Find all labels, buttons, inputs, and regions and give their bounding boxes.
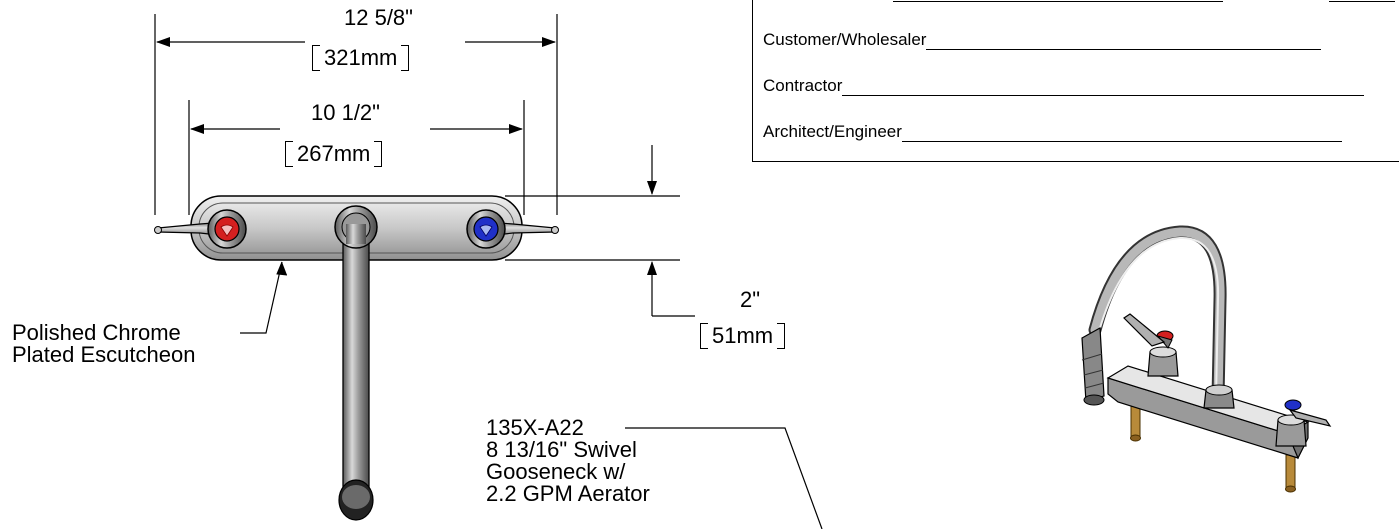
cold-handle-icon xyxy=(466,209,506,249)
left-bracket-icon xyxy=(312,45,320,72)
form-row-architect[interactable]: Architect/Engineer xyxy=(763,122,1342,142)
right-bracket-icon xyxy=(777,323,786,350)
form-label-customer: Customer/Wholesaler xyxy=(763,30,927,49)
left-bracket-icon xyxy=(700,323,708,350)
form-row-contractor[interactable]: Contractor xyxy=(763,76,1365,96)
form-top-row-cutoff xyxy=(763,0,1399,7)
gooseneck-callout-line-4: 2.2 GPM Aerator xyxy=(486,481,650,506)
right-bracket-icon xyxy=(401,45,410,72)
overall-width-metric: 321mm xyxy=(312,44,410,72)
spec-form: Customer/Wholesaler Contractor Architect… xyxy=(752,0,1399,162)
gooseneck-callout: 135X-A22 8 13/16" Swivel Gooseneck w/ 2.… xyxy=(486,417,650,505)
gooseneck-part-number: 135X-A22 xyxy=(486,415,584,440)
center-spacing-imperial: 10 1/2" xyxy=(311,100,380,125)
form-label-contractor: Contractor xyxy=(763,76,843,95)
contractor-input-line[interactable] xyxy=(842,81,1365,96)
architect-input-line[interactable] xyxy=(901,127,1342,142)
faucet-isometric-illustration xyxy=(1081,225,1332,493)
escutcheon-leader-line xyxy=(240,261,283,334)
height-metric: 51mm xyxy=(700,322,786,350)
overall-width-imperial: 12 5/8" xyxy=(344,5,413,30)
escutcheon-callout-line-1: Polished Chrome xyxy=(12,320,181,345)
gooseneck-leader-line xyxy=(625,427,823,529)
swivel-gooseneck xyxy=(334,205,378,521)
customer-input-line[interactable] xyxy=(926,35,1322,50)
form-row-customer[interactable]: Customer/Wholesaler xyxy=(763,30,1322,50)
left-bracket-icon xyxy=(285,141,293,168)
gooseneck-callout-line-3: Gooseneck w/ xyxy=(486,459,626,484)
height-imperial: 2" xyxy=(740,287,761,312)
right-bracket-icon xyxy=(374,141,383,168)
center-spacing-metric: 267mm xyxy=(285,140,383,168)
escutcheon-callout-line-2: Plated Escutcheon xyxy=(12,342,196,367)
escutcheon-callout: Polished Chrome Plated Escutcheon xyxy=(12,322,195,366)
gooseneck-callout-line-2: 8 13/16" Swivel xyxy=(486,437,637,462)
form-label-architect: Architect/Engineer xyxy=(763,122,902,141)
hot-handle-icon xyxy=(207,209,247,249)
